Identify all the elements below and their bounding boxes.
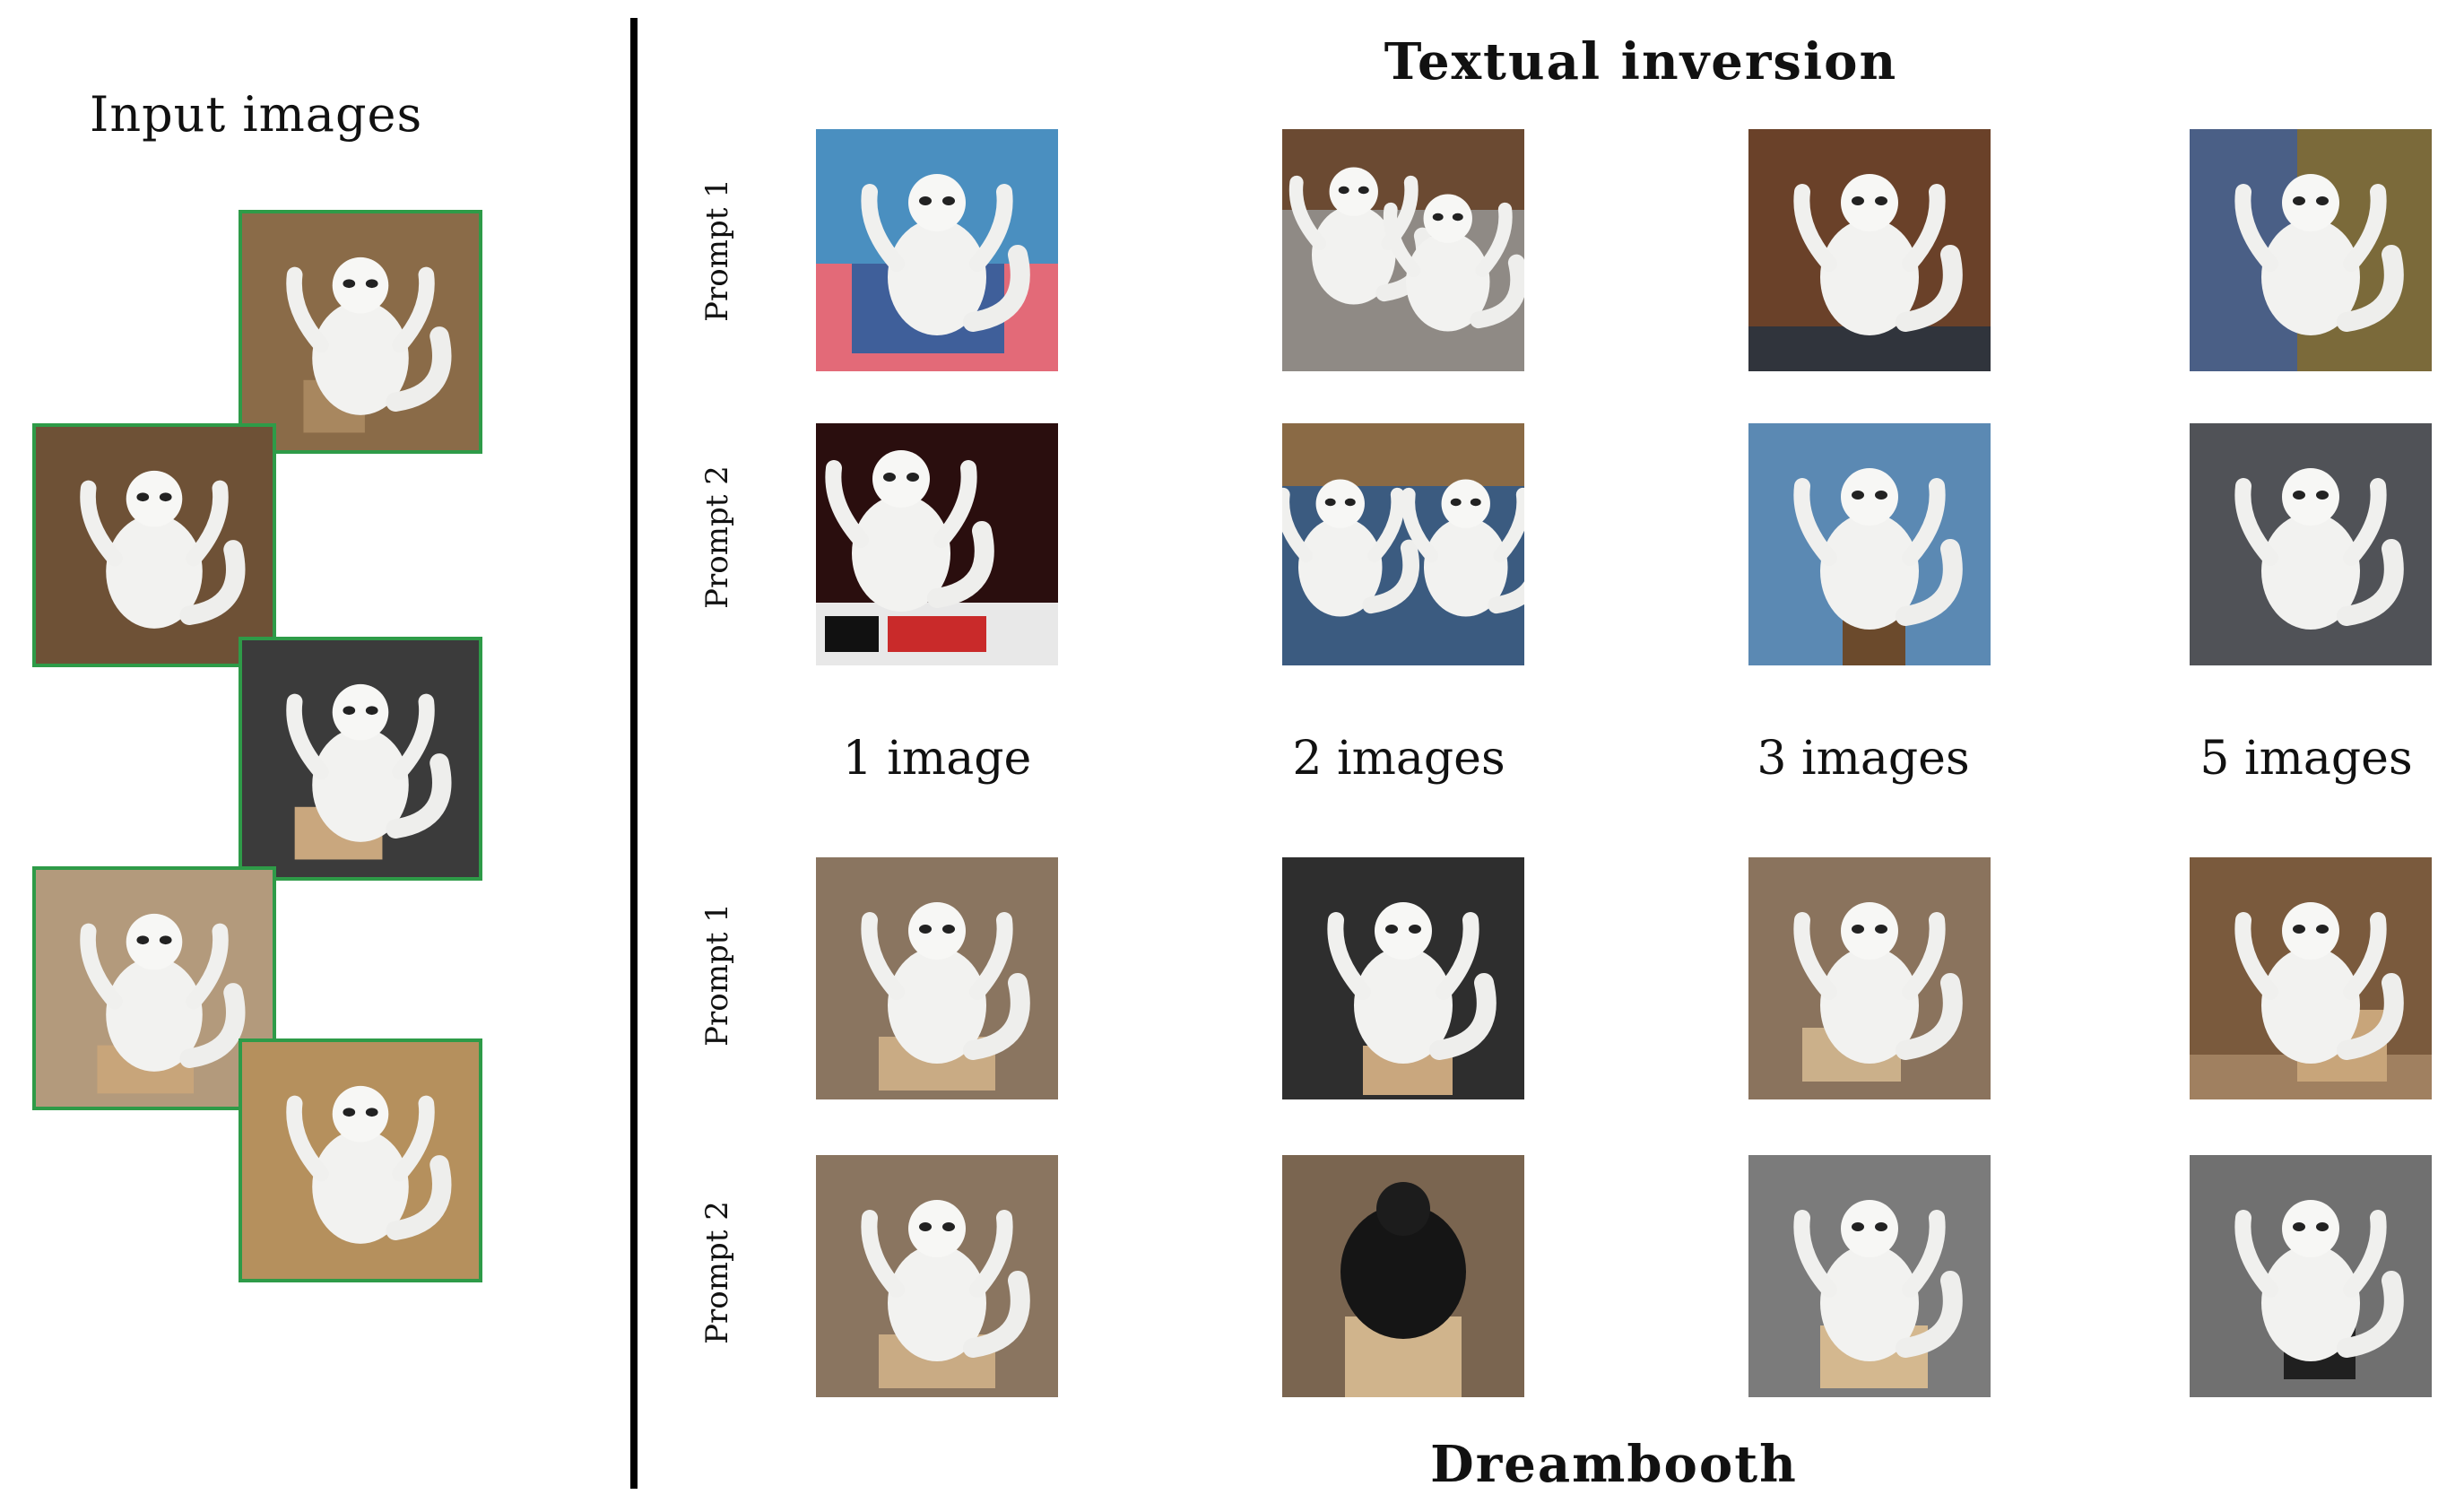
ti-prompt1-3images xyxy=(1748,129,1991,371)
input-image-1 xyxy=(239,210,482,454)
input-image-2 xyxy=(32,423,276,667)
ti-prompt2-2images xyxy=(1282,423,1524,665)
ti-prompt2-5images xyxy=(2190,423,2432,665)
input-image-5 xyxy=(239,1038,482,1282)
input-image-4 xyxy=(32,866,276,1110)
ti-prompt2-1image xyxy=(816,423,1058,665)
ti-prompt1-2images xyxy=(1282,129,1524,371)
db-prompt1-5images xyxy=(2190,857,2432,1099)
column-label-3-images: 3 images xyxy=(1757,732,1970,786)
ti-prompt1-5images xyxy=(2190,129,2432,371)
db-prompt2-5images xyxy=(2190,1155,2432,1397)
row-label-ti-prompt-1: Prompt 1 xyxy=(699,178,735,322)
textual-inversion-title: Textual inversion xyxy=(1384,32,1898,91)
db-prompt1-2images xyxy=(1282,857,1524,1099)
db-prompt1-3images xyxy=(1748,857,1991,1099)
ti-prompt1-1image xyxy=(816,129,1058,371)
db-prompt2-1image xyxy=(816,1155,1058,1397)
db-prompt1-1image xyxy=(816,857,1058,1099)
column-label-1-image: 1 image xyxy=(842,732,1032,786)
column-label-2-images: 2 images xyxy=(1292,732,1505,786)
db-prompt2-2images xyxy=(1282,1155,1524,1397)
row-label-ti-prompt-2: Prompt 2 xyxy=(699,465,735,609)
ti-prompt2-3images xyxy=(1748,423,1991,665)
panel-divider xyxy=(630,18,638,1489)
dreambooth-title: Dreambooth xyxy=(1430,1435,1798,1494)
row-label-db-prompt-2: Prompt 2 xyxy=(699,1201,735,1344)
input-images-title: Input images xyxy=(90,86,423,143)
db-prompt2-3images xyxy=(1748,1155,1991,1397)
column-label-5-images: 5 images xyxy=(2199,732,2413,786)
input-image-3 xyxy=(239,637,482,881)
row-label-db-prompt-1: Prompt 1 xyxy=(699,903,735,1047)
